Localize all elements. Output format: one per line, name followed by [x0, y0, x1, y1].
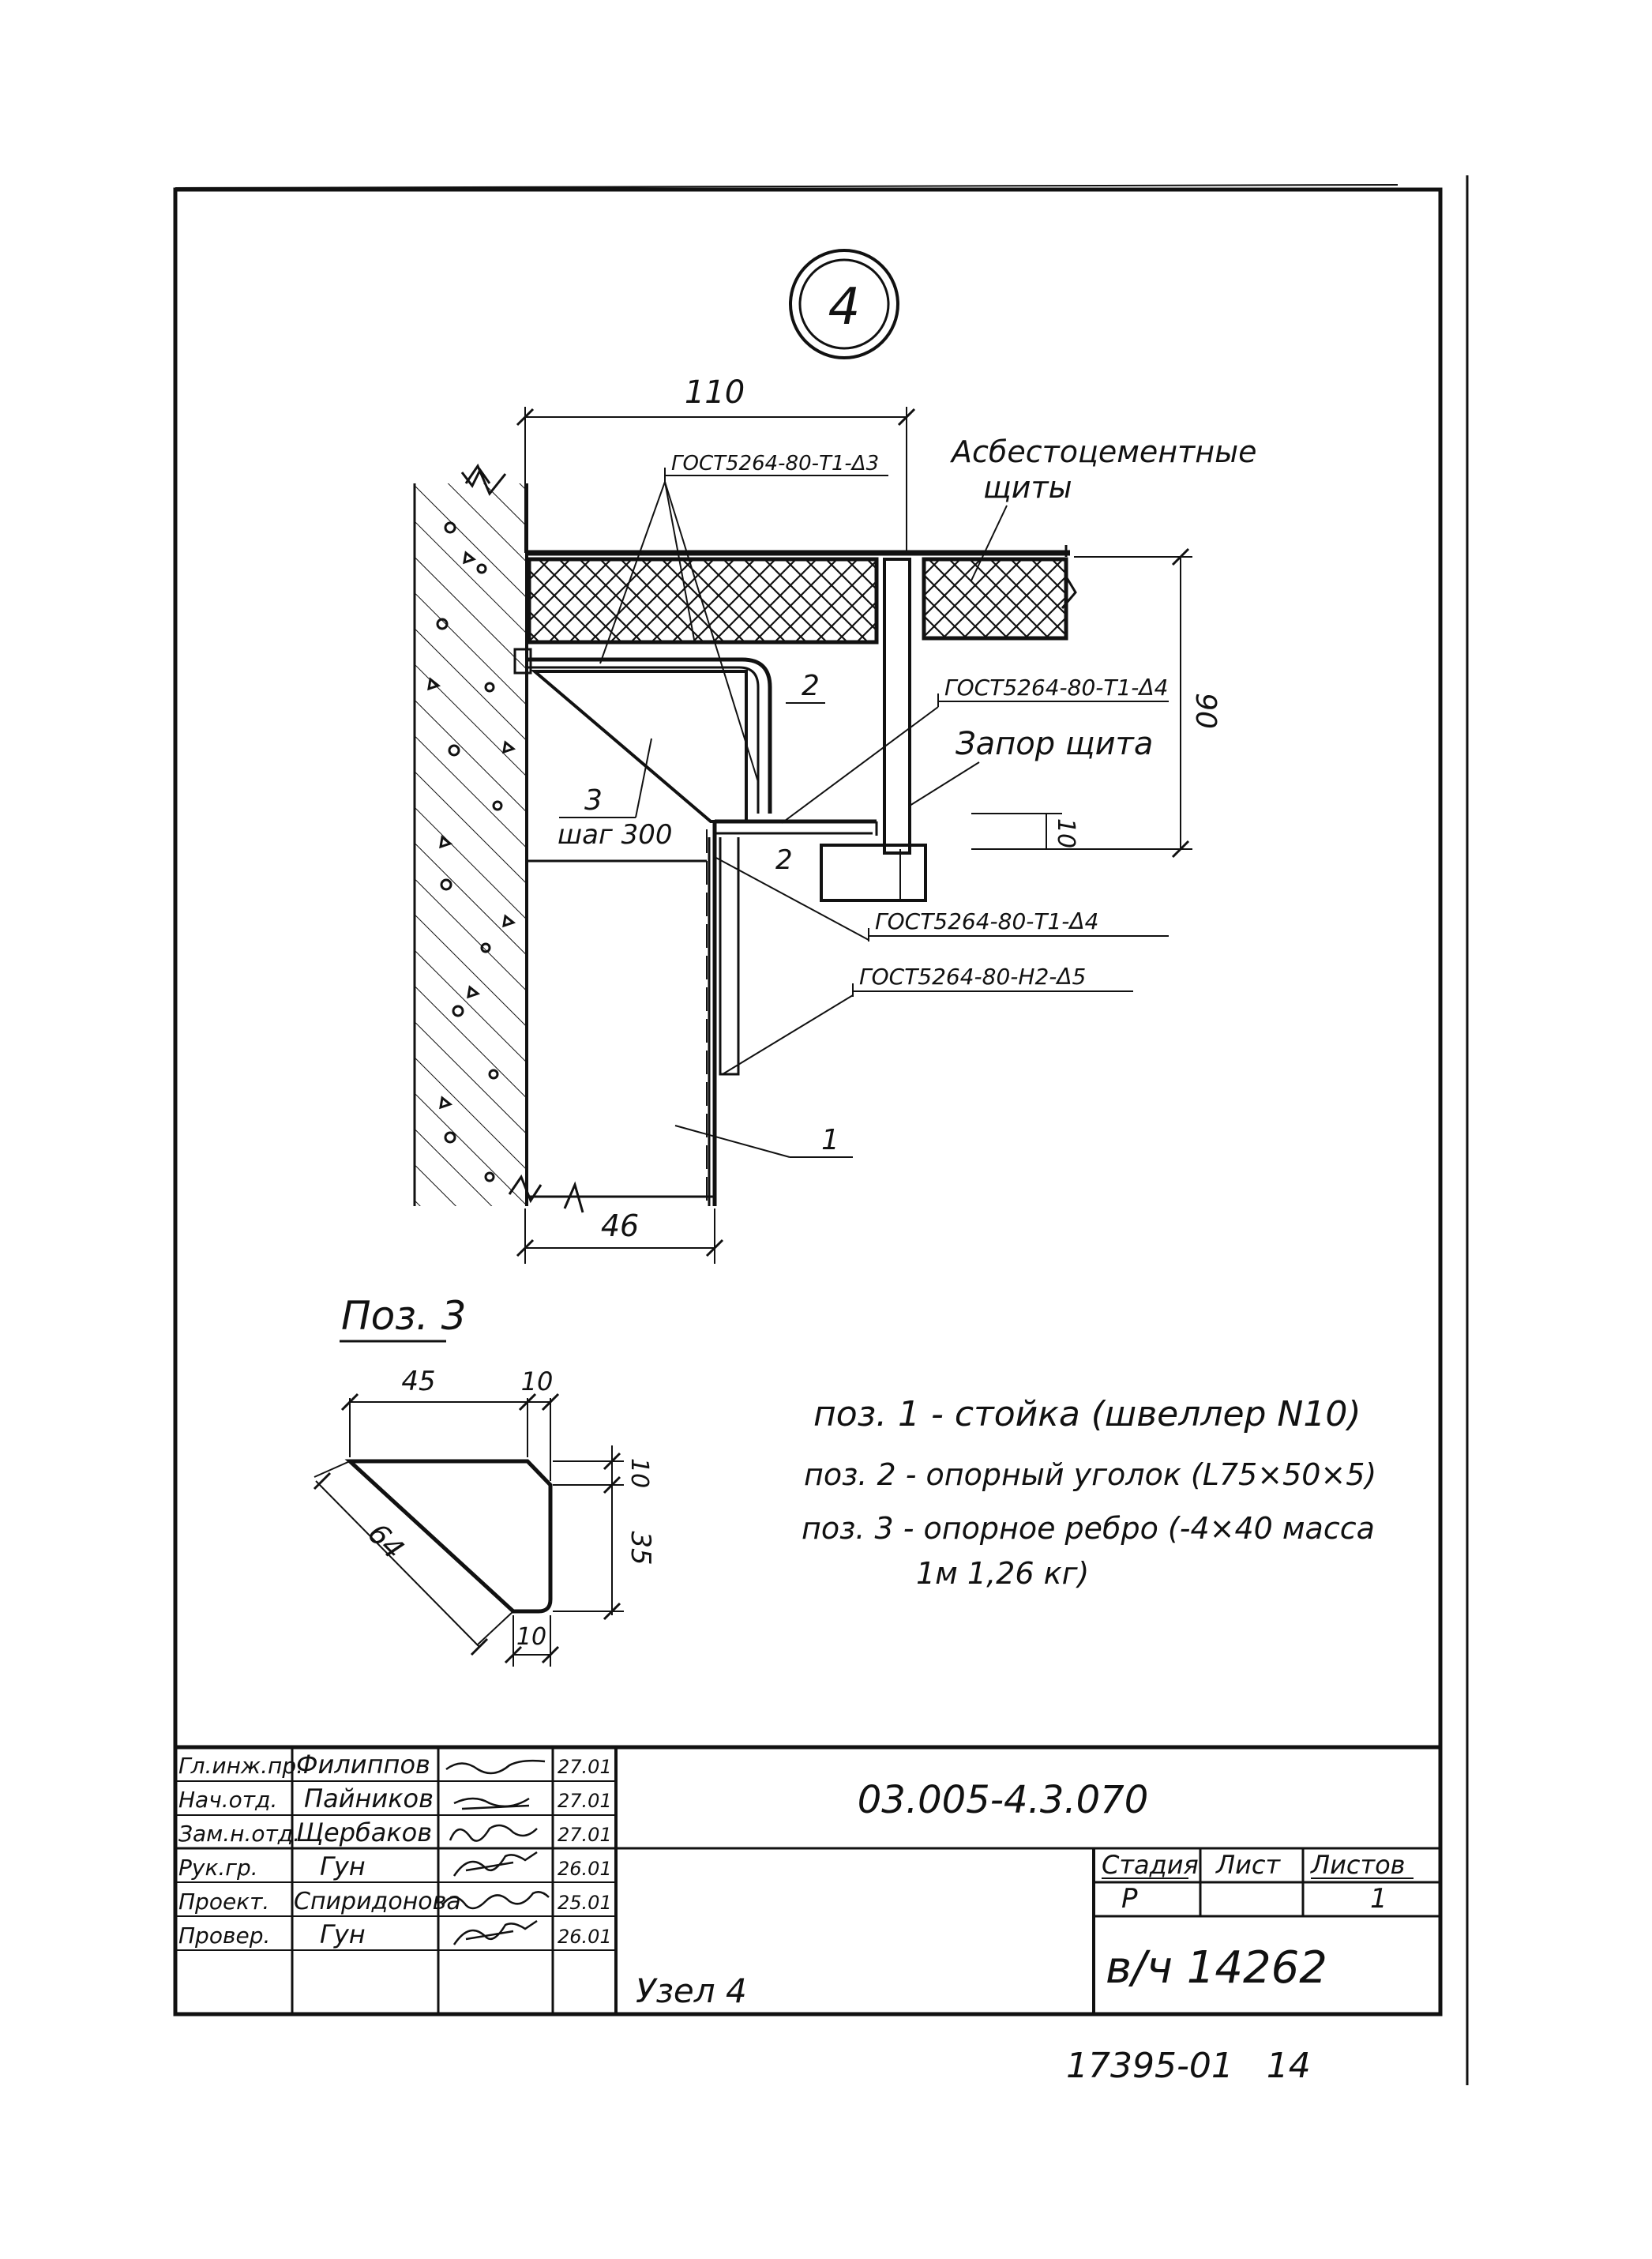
pos3-dim-width: 45 — [401, 1366, 435, 1397]
title-row-name: Щербаков — [296, 1817, 432, 1847]
dimension-top: 110 — [516, 374, 916, 553]
title-row-date: 25.01 — [558, 1892, 612, 1914]
dimension-bottom: 46 — [516, 1208, 724, 1264]
asbestos-label-line2: щиты — [983, 470, 1072, 505]
main-section: 110 46 90 10 ГОСТ — [413, 374, 1256, 1264]
title-row-date: 27.01 — [558, 1790, 612, 1812]
pos3-label: 3 — [584, 784, 603, 817]
stage-header: Стадия — [1102, 1850, 1199, 1880]
title-row-role: Нач.отд. — [178, 1787, 277, 1813]
signature — [449, 1824, 538, 1842]
title-row-name: Гун — [320, 1919, 366, 1949]
pos2-lower-label: 2 — [775, 844, 793, 876]
sheet-frame — [173, 175, 1469, 2085]
weld-callout-low2: ГОСТ5264-80-Н2-Δ5 — [722, 964, 1133, 1075]
node-number: 4 — [828, 278, 861, 336]
title-row-2: Нач.отд. Пайников 27.01 — [178, 1784, 612, 1814]
title-row-6: Провер. Гун 26.01 — [178, 1919, 612, 1949]
drawing-title: Узел 4 — [636, 1971, 747, 2010]
pos3-step-label: шаг 300 — [558, 819, 673, 851]
pos3-detail: Поз. 3 45 10 10 35 64 10 — [313, 1293, 656, 1667]
title-row-role: Рук.гр. — [178, 1855, 258, 1881]
title-row-date: 27.01 — [558, 1756, 612, 1778]
title-row-5: Проект. Спиридонова 25.01 — [178, 1888, 612, 1915]
asbestos-label-line1: Асбестоцементные — [949, 434, 1256, 469]
weld-callout-mid: ГОСТ5264-80-Т1-Δ4 — [781, 675, 1169, 824]
support-angle-lower — [715, 819, 878, 836]
pos1-label: 1 — [821, 1124, 839, 1156]
legend-item-4: 1м 1,26 кг) — [916, 1556, 1089, 1591]
legend-item-3: поз. 3 - опорное ребро (-4×40 масса — [802, 1511, 1375, 1546]
asbestos-panels — [525, 545, 1077, 645]
title-block: Гл.инж.пр. Филиппов 27.01 Нач.отд. Пайни… — [175, 1745, 1440, 2014]
pos3-dim-chamfer-top: 10 — [521, 1366, 554, 1396]
signature — [441, 1891, 550, 1910]
break-line-top — [460, 468, 491, 488]
title-row-role: Проект. — [178, 1889, 269, 1915]
footer-number: 17395-01 14 — [1066, 2046, 1311, 2086]
support-rib — [530, 670, 748, 823]
pos3-detail-title: Поз. 3 — [341, 1293, 466, 1339]
signature — [453, 1797, 530, 1810]
pos3-dim-height: 35 — [625, 1531, 656, 1565]
pos2-upper-label: 2 — [802, 670, 820, 702]
title-row-name: Филиппов — [296, 1750, 430, 1780]
weld-low1-label: ГОСТ5264-80-Т1-Δ4 — [875, 908, 1098, 934]
legend-item-1: поз. 1 - стойка (швеллер N10) — [813, 1394, 1361, 1434]
organization: в/ч 14262 — [1106, 1942, 1327, 1994]
title-row-4: Рук.гр. Гун 26.01 — [178, 1851, 612, 1881]
title-row-name: Гун — [320, 1851, 366, 1881]
weld-callout-low1: ГОСТ5264-80-Т1-Δ4 — [714, 856, 1169, 942]
pos3-dim-bottom: 10 — [516, 1623, 546, 1651]
pos3-dim-diagonal: 64 — [361, 1517, 409, 1566]
title-row-role: Зам.н.отд. — [178, 1821, 300, 1847]
title-row-role: Гл.инж.пр. — [178, 1753, 303, 1779]
legend: поз. 1 - стойка (швеллер N10) поз. 2 - о… — [802, 1394, 1376, 1591]
sheets-value: 1 — [1370, 1883, 1387, 1915]
title-row-date: 26.01 — [558, 1926, 612, 1948]
title-row-3: Зам.н.отд. Щербаков 27.01 — [178, 1817, 612, 1847]
weld-callout-top: ГОСТ5264-80-Т1-Δ3 — [599, 452, 888, 783]
title-row-1: Гл.инж.пр. Филиппов 27.01 — [178, 1750, 612, 1780]
title-row-name: Пайников — [304, 1784, 434, 1814]
stage-value: Р — [1121, 1883, 1138, 1915]
concrete-wall — [413, 463, 543, 1206]
dimension-right: 90 10 — [971, 547, 1222, 859]
node-number-marker: 4 — [789, 249, 899, 359]
legend-item-2: поз. 2 - опорный уголок (L75×50×5) — [804, 1457, 1376, 1492]
signature — [452, 1851, 538, 1877]
dimension-top-label: 110 — [685, 374, 745, 411]
document-code: 03.005-4.3.070 — [858, 1778, 1148, 1822]
title-row-date: 27.01 — [558, 1824, 612, 1846]
title-row-role: Провер. — [178, 1923, 270, 1949]
signature — [445, 1759, 546, 1775]
signature — [452, 1919, 538, 1945]
panel-lock — [820, 558, 927, 902]
title-row-date: 26.01 — [558, 1858, 612, 1880]
dimension-bottom-label: 46 — [601, 1208, 639, 1243]
channel-post — [527, 821, 740, 1206]
rib-outline — [344, 1459, 553, 1614]
title-row-name: Спиридонова — [294, 1888, 461, 1915]
sheet-header: Лист — [1215, 1850, 1281, 1880]
break-line-bottom — [563, 1181, 584, 1213]
support-angle-upper — [513, 648, 772, 814]
pos3-dim-right-top: 10 — [625, 1458, 653, 1488]
weld-mid-label: ГОСТ5264-80-Т1-Δ4 — [944, 675, 1168, 701]
dimension-small-label: 10 — [1052, 818, 1079, 848]
sheets-header: Листов — [1310, 1850, 1406, 1880]
lock-label: Запор щита — [956, 726, 1153, 762]
weld-low2-label: ГОСТ5264-80-Н2-Δ5 — [859, 964, 1086, 990]
weld-top-label: ГОСТ5264-80-Т1-Δ3 — [671, 452, 879, 475]
dimension-right-label: 90 — [1189, 693, 1222, 729]
